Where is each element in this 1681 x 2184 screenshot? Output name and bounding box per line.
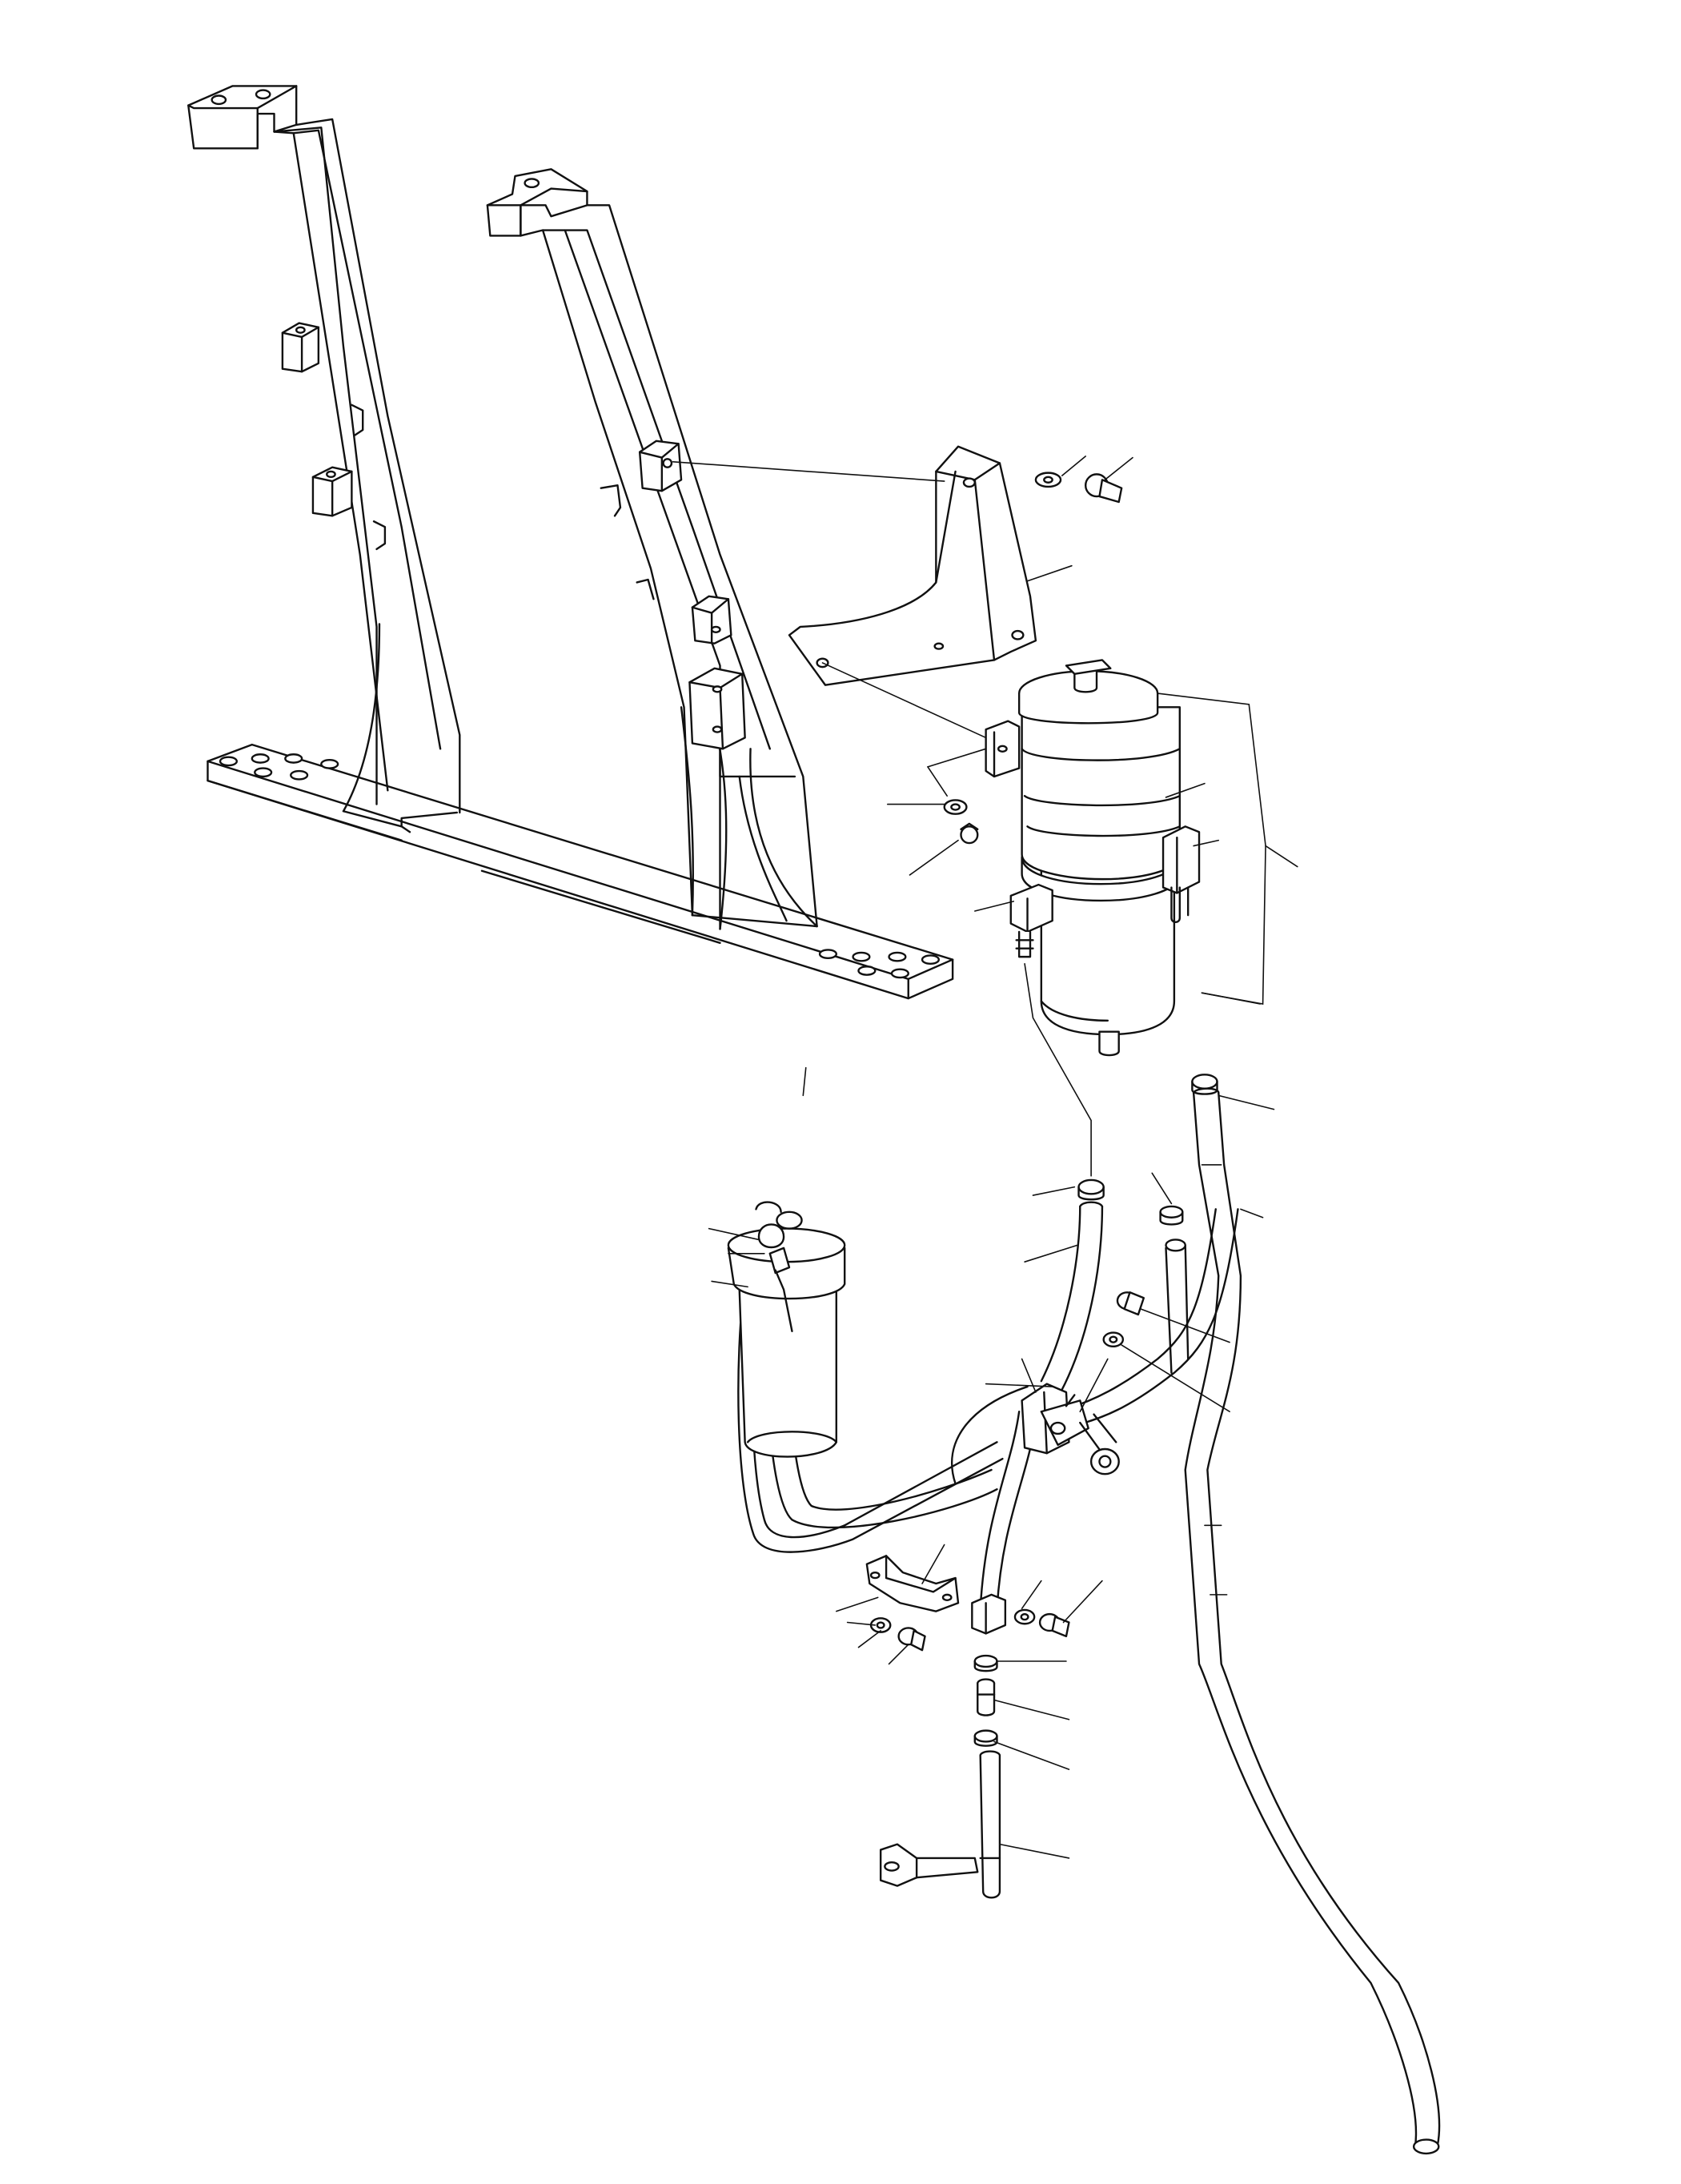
fuel-hose-short	[1041, 1202, 1102, 1392]
hose-clamp	[1161, 1206, 1183, 1225]
frame-upright-left	[188, 86, 459, 832]
fuel-hose-right-branch	[1066, 1209, 1238, 1425]
secondary-fuel-filter	[728, 1202, 845, 1457]
upright-right-mount-plate	[689, 668, 744, 749]
frame-base-beam	[207, 745, 953, 998]
feed-pipe-bottom	[881, 1752, 1000, 1898]
bolt	[1040, 1614, 1069, 1636]
leader-lines	[673, 456, 1298, 1858]
hose-clamp	[1079, 1180, 1104, 1199]
hose-clamp	[1192, 1074, 1217, 1094]
pipe-stub	[1166, 1239, 1189, 1372]
upright-right-tab-upper	[640, 441, 681, 491]
bolt	[961, 824, 977, 843]
bolts-upper	[961, 474, 1121, 843]
bolt	[1117, 1292, 1144, 1315]
hose-fitting	[1022, 1384, 1119, 1475]
filter-inlet-fitting	[1011, 885, 1053, 957]
upright-left-tab-upper	[283, 323, 319, 372]
fuel-filter-water-separator	[986, 660, 1199, 1055]
filter-mounting-bracket	[789, 447, 1036, 685]
hose-clamp	[975, 1656, 997, 1671]
pipe-clip	[867, 1556, 958, 1611]
base-beam-holes-left	[220, 754, 338, 779]
hose-nipple	[977, 1680, 994, 1716]
washers-upper	[945, 473, 1061, 814]
bolt	[1085, 474, 1121, 502]
stray-marks	[803, 1068, 805, 1096]
filter-strap-clamp	[1022, 826, 1199, 922]
frame-assembly	[188, 86, 953, 998]
hose-clamps	[975, 1074, 1218, 1745]
fuel-hose-long	[1186, 1089, 1439, 2154]
hose-clamp	[975, 1731, 997, 1746]
base-beam-holes-right	[820, 949, 939, 978]
upright-left-tab-lower	[313, 468, 351, 516]
frame-upright-right	[487, 169, 817, 929]
washers-lower	[871, 1610, 1034, 1632]
upright-right-tab-lower	[692, 596, 731, 644]
bolts-middle	[1104, 1292, 1144, 1347]
bolt	[899, 1628, 925, 1650]
pipe-clamp-block	[972, 1595, 1005, 1633]
